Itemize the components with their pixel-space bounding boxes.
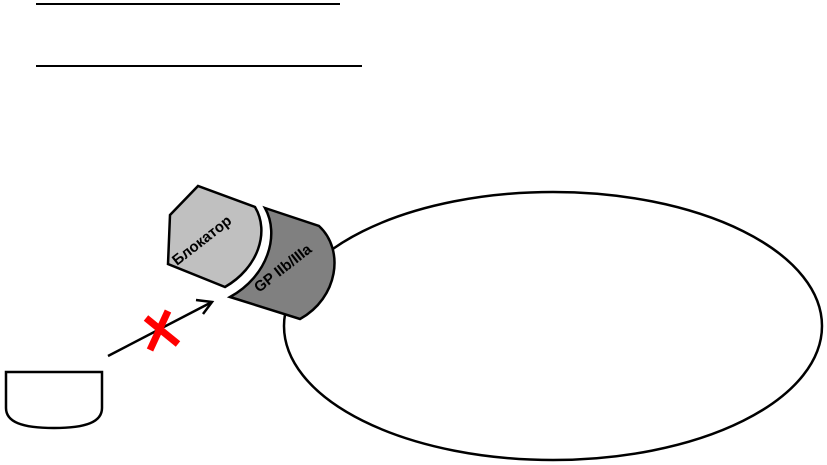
- receptor-gp-iib-iiia: [226, 205, 336, 321]
- ligand-arrow-head: [195, 298, 215, 315]
- blocked-cross-icon: [143, 309, 181, 352]
- blocker-shape: [166, 184, 263, 289]
- platelet-cell: [282, 190, 824, 462]
- ligand-molecule-shape: [4, 370, 104, 430]
